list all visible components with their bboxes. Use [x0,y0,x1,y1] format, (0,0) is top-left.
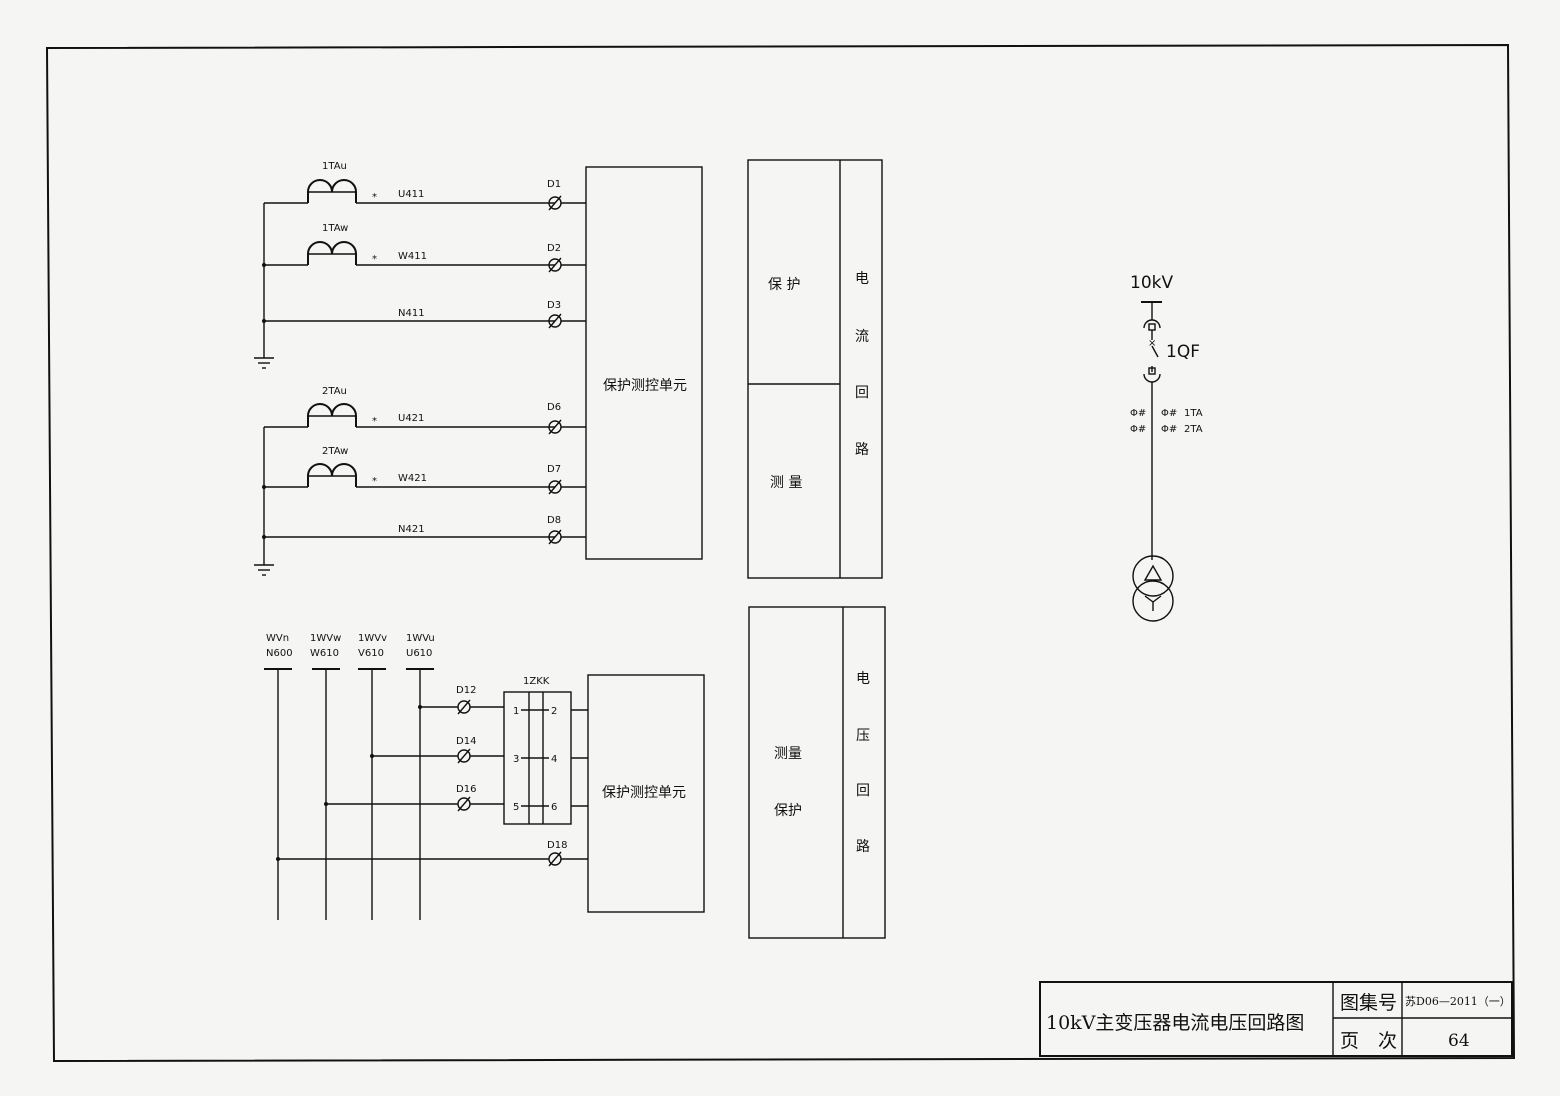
wire-label: N411 [398,308,425,319]
terminal-block: D1 D2 D3 D6 D7 D8 [547,179,586,545]
switch-contact: 2 [551,706,557,717]
wire-label: U421 [398,413,424,424]
bus-label-top: 1WVu [406,633,435,644]
ct-label: 2TAu [322,386,347,397]
ground-symbol [254,564,274,576]
wire-label: W411 [398,251,427,262]
polarity-mark: * [372,254,377,265]
terminal-label: D6 [547,402,561,413]
loop-char: 路 [856,839,870,855]
atlas-no-value: 苏D06—2011（一） [1405,995,1511,1008]
bus-label-bottom: W610 [310,648,339,659]
protection-control-unit-voltage [587,674,705,913]
func-measure-label: 测 量 [770,475,802,491]
polarity-mark: * [372,192,377,203]
switch-contact: 3 [513,754,519,765]
ct-group-1: 1TAu 1TAw * * U411 W411 N411 [254,161,555,369]
svg-text:×: × [1148,338,1156,349]
terminal-label: D7 [547,464,561,475]
atlas-no-label: 图集号 [1340,992,1397,1014]
bus-label-bottom: U610 [406,648,432,659]
terminal-label: D8 [547,515,561,526]
loop-char: 回 [855,385,869,401]
ct-mark: Φ# [1130,424,1146,435]
ct-mark: Φ# [1161,424,1177,435]
bus-label-top: 1WVv [358,633,387,644]
current-function-table: 保 护 测 量 电 流 回 路 [747,159,883,579]
unit-label: 保护测控单元 [603,378,687,394]
switch-contact: 1 [513,706,519,717]
switch-contact: 6 [551,802,557,813]
page-number: 64 [1448,1031,1470,1051]
voltage-function-table: 测量 保护 电 压 回 路 [748,606,886,939]
bus-label-top: 1WVw [310,633,341,644]
sheet-border [45,43,1516,1063]
loop-char: 电 [855,271,869,287]
ground-symbol [254,357,274,369]
terminal-label: D1 [547,179,561,190]
voltage-bus: WVn N600 1WVw W610 1WVv V610 1WVu U610 [264,633,435,920]
bus-label-top: WVn [266,633,289,644]
terminal-label: D14 [456,736,476,747]
loop-char: 路 [855,442,869,458]
unit-label: 保护测控单元 [602,785,686,801]
bus-label-bottom: V610 [358,648,384,659]
wire-label: N421 [398,524,425,535]
polarity-mark: * [372,416,377,427]
breaker-label: 1QF [1166,342,1200,362]
func-measure-label: 测量 [774,746,802,762]
title-block: 10kV主变压器电流电压回路图 图集号 苏D06—2011（一） 页 次 64 [1039,981,1513,1057]
voltage-terminals: D12 D14 D16 D18 [456,685,588,867]
single-line-diagram: 10kV × 1QF Φ# Φ# Φ# Φ# 1TA 2TA [1130,273,1203,622]
drawing-title: 10kV主变压器电流电压回路图 [1046,1012,1304,1034]
ct-group-2: 2TAu 2TAw * * U421 W421 N421 [254,386,555,576]
switch-label: 1ZKK [523,676,550,687]
voltage-level-label: 10kV [1130,273,1173,293]
terminal-label: D16 [456,784,476,795]
ct2-label: 2TA [1184,424,1203,435]
voltage-circuit: WVn N600 1WVw W610 1WVv V610 1WVu U610 [264,606,886,939]
wire-label: U411 [398,189,424,200]
ct-label: 1TAu [322,161,347,172]
ct-label: 1TAw [322,223,348,234]
func-protect-label: 保 护 [768,277,800,293]
loop-char: 流 [855,329,869,345]
terminal-label: D3 [547,300,561,311]
terminal-label: D2 [547,243,561,254]
func-protect-label: 保护 [774,803,802,819]
current-circuit: 1TAu 1TAw * * U411 W411 N411 [254,159,883,579]
ct1-label: 1TA [1184,408,1203,419]
ct-label: 2TAw [322,446,348,457]
protection-control-unit-current [585,166,703,560]
voltage-switch-1zkk: 1ZKK 1 2 3 4 5 6 [503,676,588,825]
switch-contact: 4 [551,754,557,765]
wire-label: W421 [398,473,427,484]
polarity-mark: * [372,476,377,487]
loop-char: 电 [856,671,870,687]
terminal-label: D18 [547,840,567,851]
bus-label-bottom: N600 [266,648,293,659]
page-label: 页 次 [1340,1030,1397,1052]
loop-char: 回 [856,783,870,799]
ct-mark: Φ# [1161,408,1177,419]
switch-contact: 5 [513,802,519,813]
terminal-label: D12 [456,685,476,696]
loop-char: 压 [856,728,870,744]
transformer-symbol [1132,555,1174,622]
ct-mark: Φ# [1130,408,1146,419]
